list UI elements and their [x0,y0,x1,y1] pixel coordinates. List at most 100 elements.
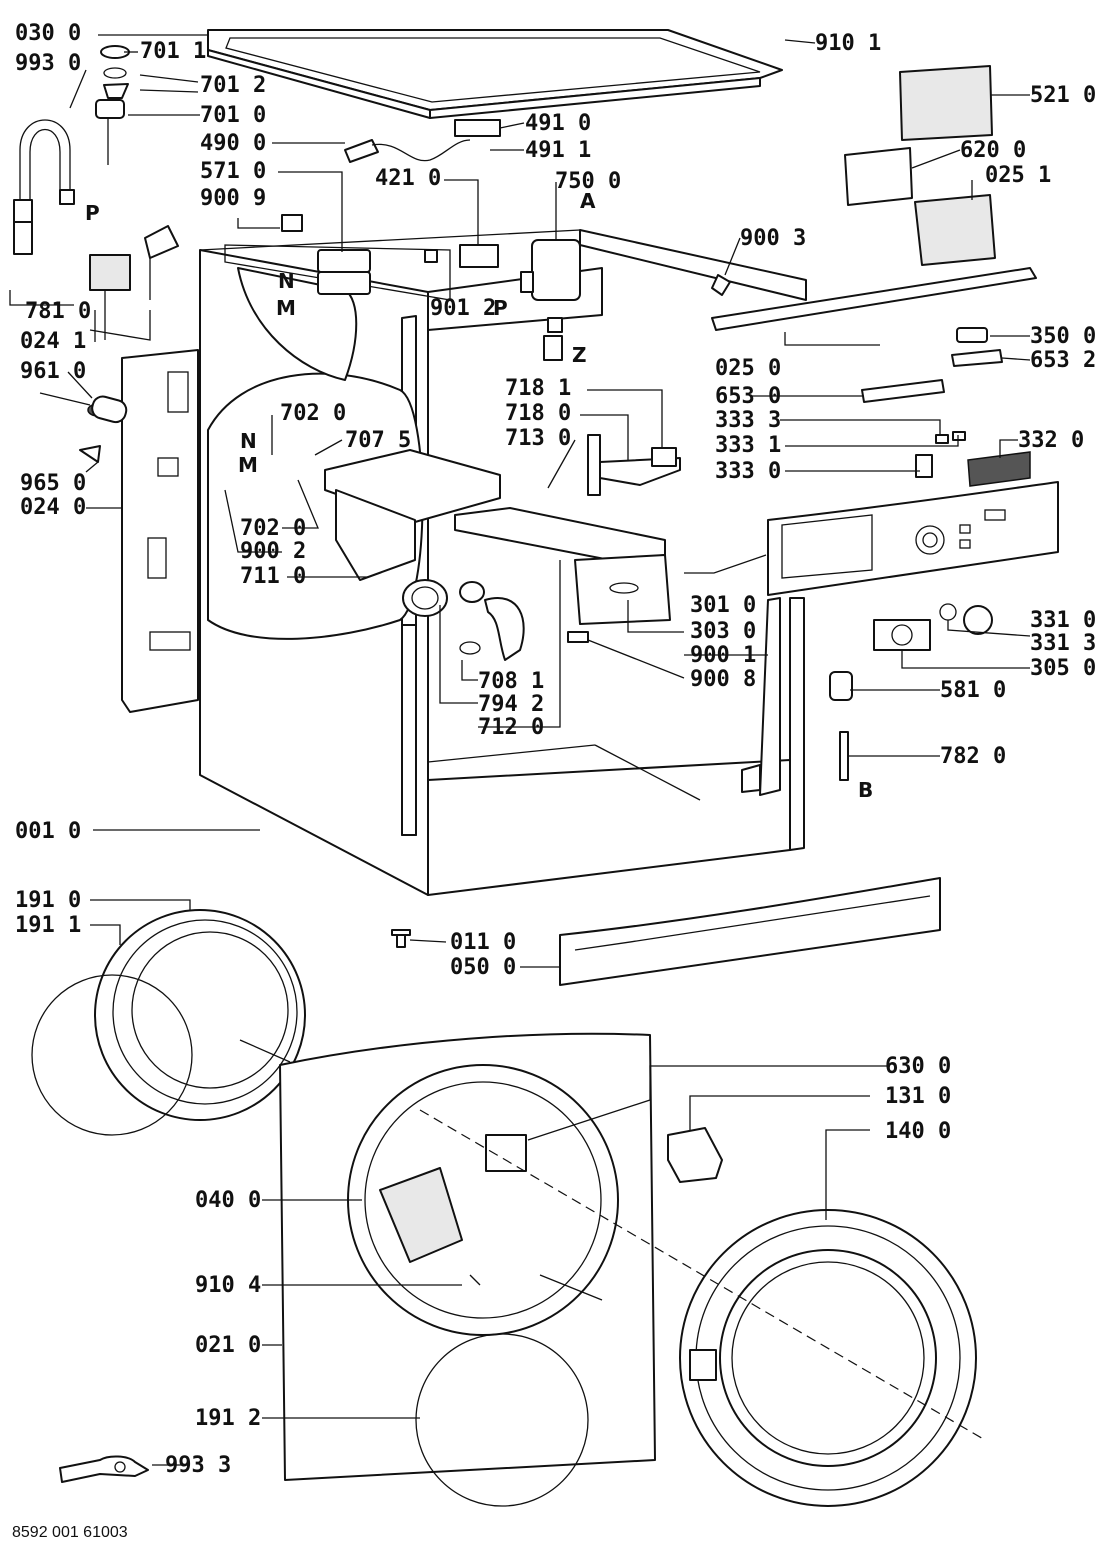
callout-333-3: 333 3 [715,408,781,433]
shock-absorber-part [39,392,128,463]
callout-421-0: 421 0 [375,166,441,191]
control-panel-part [767,481,1059,596]
callout-707-5: 707 5 [345,428,411,453]
callout-701-1: 701 1 [140,39,206,64]
callout-910-1: 910 1 [815,31,881,56]
callout-794-2: 794 2 [478,692,544,717]
callout-620-0: 620 0 [960,138,1026,163]
callout-910-4: 910 4 [195,1273,261,1298]
callout-131-0: 131 0 [885,1084,951,1109]
callout-040-0: 040 0 [195,1188,261,1213]
marker-a: A [580,189,596,213]
door-ring-part [679,1209,977,1507]
callout-333-1: 333 1 [715,433,781,458]
callout-993-0: 993 0 [15,51,81,76]
door-glass-part [31,909,306,1136]
leader-lines [9,34,1031,1466]
callout-702-0-top: 702 0 [280,401,346,426]
marker-n-valve: N [278,269,295,293]
top-rail-part [711,267,1037,331]
door-axis-line [419,1109,986,1441]
callout-701-0: 701 0 [200,103,266,128]
marker-b: B [858,778,873,802]
top-cover-part [207,29,783,119]
inlet-valve-part [317,249,371,295]
callout-900-9: 900 9 [200,186,266,211]
callout-702-0-bottom: 702 0 [240,516,306,541]
callout-331-3: 331 3 [1030,631,1096,656]
callout-993-3: 993 3 [165,1453,231,1478]
callout-711-0: 711 0 [240,564,306,589]
dispenser-parts [324,434,681,625]
callout-965-0: 965 0 [20,471,86,496]
callout-781-0: 781 0 [25,299,91,324]
callout-701-2: 701 2 [200,73,266,98]
marker-m-valve: M [276,296,296,320]
callout-718-0: 718 0 [505,401,571,426]
rail-components [861,327,1031,487]
back-panel-part [121,349,199,713]
callout-718-1: 718 1 [505,376,571,401]
callout-332-0: 332 0 [1018,428,1084,453]
callout-021-0: 021 0 [195,1333,261,1358]
callout-050-0: 050 0 [450,955,516,980]
callout-901-2: 901 2 [430,296,496,321]
callout-191-2: 191 2 [195,1406,261,1431]
callout-024-1: 024 1 [20,329,86,354]
callout-350-0: 350 0 [1030,324,1096,349]
callout-961-0: 961 0 [20,359,86,384]
callout-301-0: 301 0 [690,593,756,618]
callout-900-3: 900 3 [740,226,806,251]
door-lock-part [667,1127,723,1183]
callout-025-1: 025 1 [985,163,1051,188]
callout-011-0: 011 0 [450,930,516,955]
callout-191-1: 191 1 [15,913,81,938]
callout-140-0: 140 0 [885,1119,951,1144]
callout-900-8: 900 8 [690,667,756,692]
callout-030-0: 030 0 [15,21,81,46]
electronic-modules [711,65,996,296]
callout-305-0: 305 0 [1030,656,1096,681]
callout-713-0: 713 0 [505,426,571,451]
kickplate-part [559,877,941,986]
valve-part [89,99,179,340]
callout-491-1: 491 1 [525,138,591,163]
marker-p-hose: P [85,201,100,225]
foot-part [391,929,411,948]
callout-708-1: 708 1 [478,669,544,694]
callout-653-0: 653 0 [715,384,781,409]
callout-581-0: 581 0 [940,678,1006,703]
callout-303-0: 303 0 [690,619,756,644]
top-fittings [100,45,501,268]
callout-782-0: 782 0 [940,744,1006,769]
callout-653-2: 653 2 [1030,348,1096,373]
callout-labels: 030 0 701 1 993 0 701 2 701 0 490 0 571 … [15,21,1096,1478]
callout-571-0: 571 0 [200,159,266,184]
callout-333-0: 333 0 [715,459,781,484]
marker-n-dispenser: N [240,429,257,453]
hose-part [13,119,75,255]
marker-z: Z [572,343,587,367]
callout-024-0: 024 0 [20,495,86,520]
pressure-switch-part [520,239,581,361]
callout-900-2: 900 2 [240,539,306,564]
callout-331-0: 331 0 [1030,608,1096,633]
front-panel-part [279,1032,656,1481]
fittings-front [567,597,993,796]
callout-025-0: 025 0 [715,356,781,381]
callout-630-0: 630 0 [885,1054,951,1079]
callout-490-0: 490 0 [200,131,266,156]
callout-001-0: 001 0 [15,819,81,844]
tool-part [59,1455,149,1483]
callout-491-0: 491 0 [525,111,591,136]
document-number: 8592 001 61003 [12,1524,128,1541]
callout-521-0: 521 0 [1030,83,1096,108]
door-glass-inner-part [415,1274,603,1507]
callout-750-0: 750 0 [555,169,621,194]
cabinet-part [199,229,807,896]
callout-191-0: 191 0 [15,888,81,913]
callout-900-1: 900 1 [690,643,756,668]
marker-m-dispenser: M [238,453,258,477]
letter-markers: P N M P A Z N M B [85,189,873,802]
